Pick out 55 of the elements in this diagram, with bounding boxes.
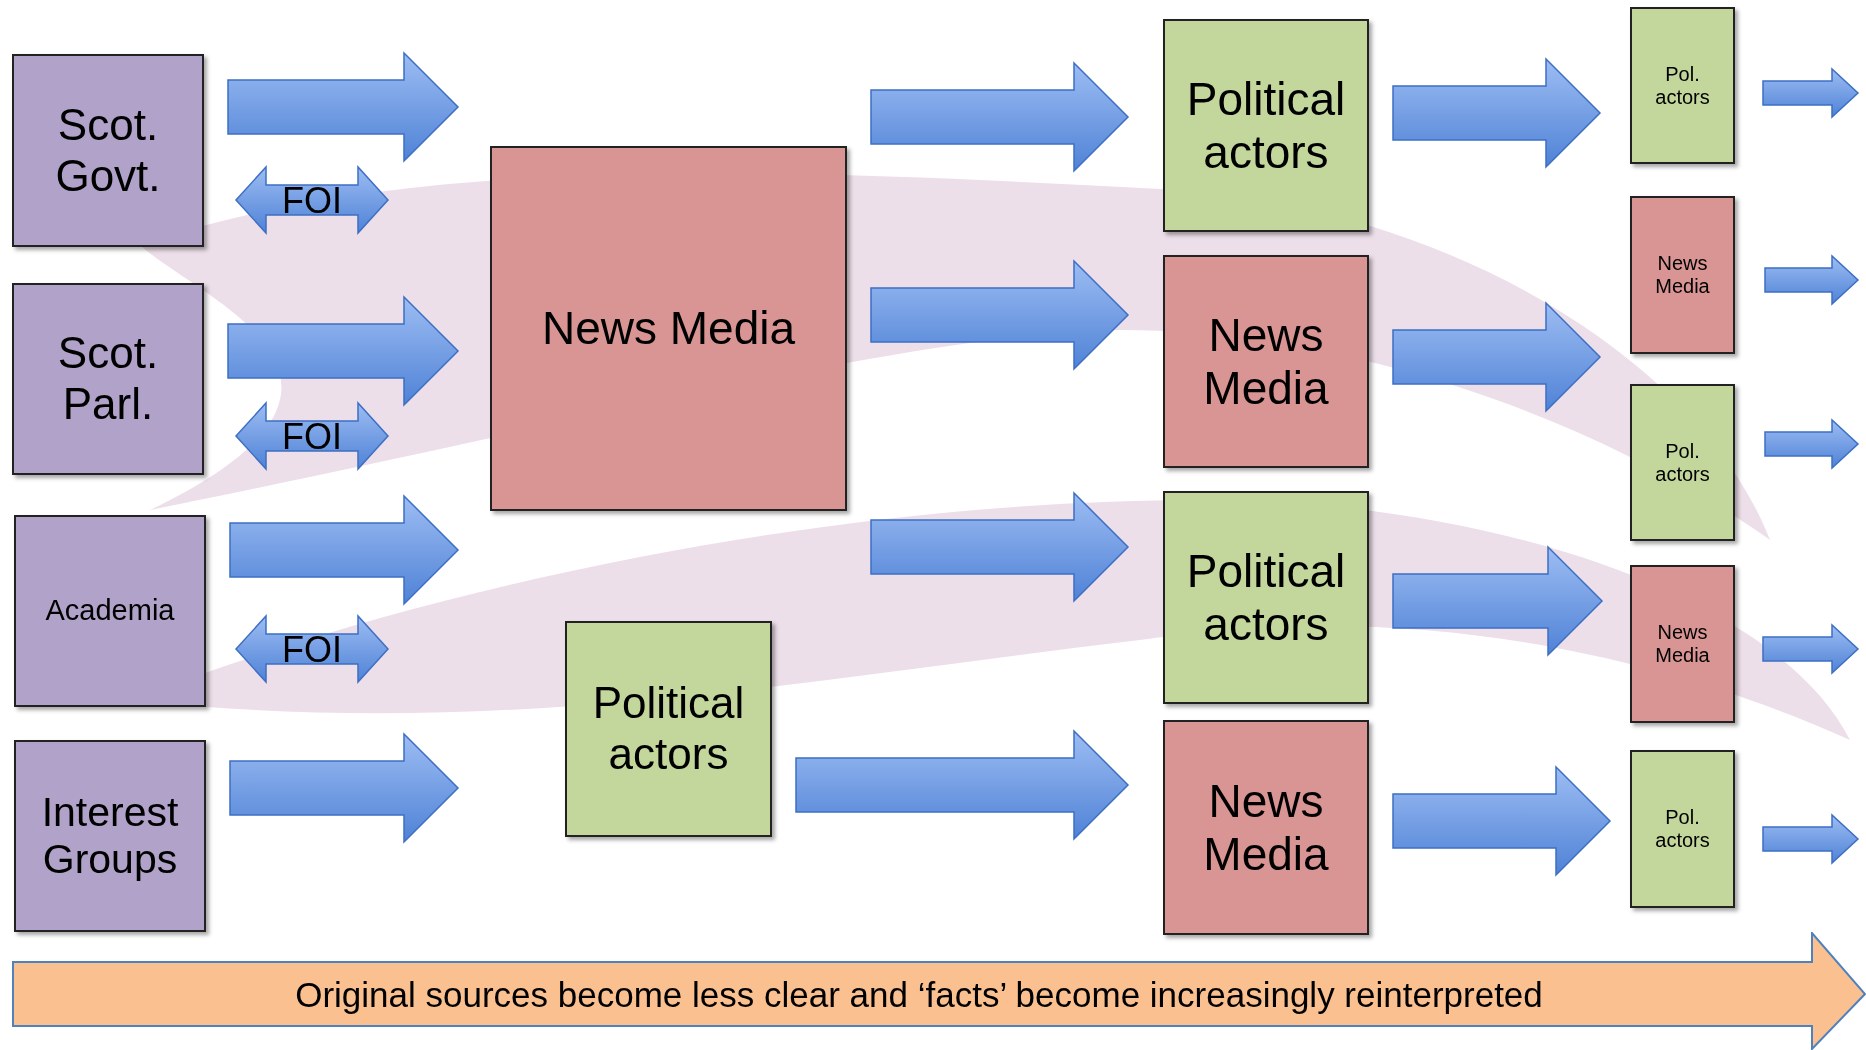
block-arrow (227, 295, 460, 407)
block-arrow (1392, 765, 1612, 877)
double-block-arrow (235, 401, 389, 471)
block-arrow (227, 51, 460, 163)
block-arrow (1762, 813, 1860, 865)
node-label: Scot. Govt. (54, 99, 162, 202)
block-arrow (1764, 418, 1860, 470)
source-box (12, 283, 204, 475)
block-arrow (1392, 545, 1604, 657)
node-label: News Media (1654, 621, 1711, 667)
block-arrow (229, 732, 460, 844)
node-label: Scot. Parl. (56, 328, 160, 430)
edge-label: FOI (282, 632, 342, 668)
source-box (14, 740, 206, 932)
node-label: Interest Groups (40, 788, 180, 884)
block-arrow (1762, 623, 1860, 675)
node-label: Political actors (1185, 544, 1347, 651)
news-media-box (490, 146, 847, 511)
news-media-box (1630, 565, 1735, 723)
node-label: News Media (541, 302, 796, 355)
source-box (14, 515, 206, 707)
news-media-box (1163, 720, 1369, 935)
edge-label: FOI (282, 419, 342, 455)
block-arrow (870, 491, 1130, 603)
news-media-box (1630, 196, 1735, 354)
block-arrow (1764, 254, 1860, 306)
banner-arrow (12, 932, 1866, 1050)
node-label: Pol. actors (1654, 439, 1711, 486)
political-actors-box (565, 621, 772, 837)
block-arrow (1392, 57, 1602, 169)
node-label: Pol. actors (1654, 62, 1711, 109)
double-block-arrow (235, 165, 389, 235)
block-arrow (1392, 301, 1602, 413)
block-arrow (229, 494, 460, 606)
node-label: Academia (45, 594, 175, 628)
block-arrow (870, 61, 1130, 173)
political-actors-box (1163, 491, 1369, 704)
source-box (12, 54, 204, 247)
edge-label: FOI (282, 183, 342, 219)
news-media-box (1163, 255, 1369, 468)
node-label: News Media (1202, 308, 1330, 415)
banner-text: Original sources become less clear and ‘facts’ become increasingly reinterpreted (295, 975, 1543, 1016)
node-label: Pol. actors (1654, 806, 1711, 852)
block-arrow (870, 259, 1130, 371)
node-label: Political actors (1185, 72, 1347, 179)
double-block-arrow (235, 614, 389, 684)
node-label: News Media (1654, 252, 1711, 298)
political-actors-box (1630, 384, 1735, 541)
block-arrow (795, 729, 1130, 841)
political-actors-box (1630, 7, 1735, 164)
node-label: News Media (1202, 774, 1330, 881)
political-actors-box (1163, 19, 1369, 232)
node-label: Political actors (591, 678, 746, 780)
political-actors-box (1630, 750, 1735, 908)
block-arrow (1762, 67, 1860, 119)
